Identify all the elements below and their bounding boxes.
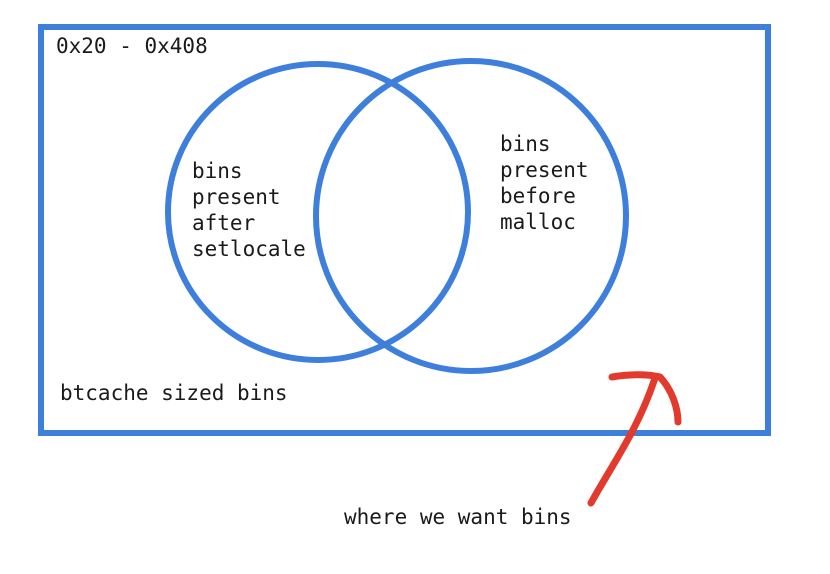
left-set-label-line: bins [192, 159, 243, 183]
universe-rectangle [38, 24, 771, 436]
right-set-label-line: bins [500, 132, 551, 156]
right-set-label-line: malloc [500, 210, 576, 234]
annotation-arrow-head [608, 371, 682, 426]
left-set-label-line: setlocale [192, 237, 306, 261]
annotation-arrow-shaft [587, 374, 659, 507]
range-label: 0x20 - 0x408 [56, 34, 208, 58]
right-set-circle [313, 58, 629, 374]
right-set-label-line: before [500, 184, 576, 208]
left-set-label-line: present [192, 185, 281, 209]
annotation-text: where we want bins [344, 505, 572, 529]
left-set-label-line: after [192, 211, 255, 235]
universe-label: btcache sized bins [60, 381, 288, 405]
left-set-circle [165, 61, 471, 363]
right-set-label-line: present [500, 158, 589, 182]
